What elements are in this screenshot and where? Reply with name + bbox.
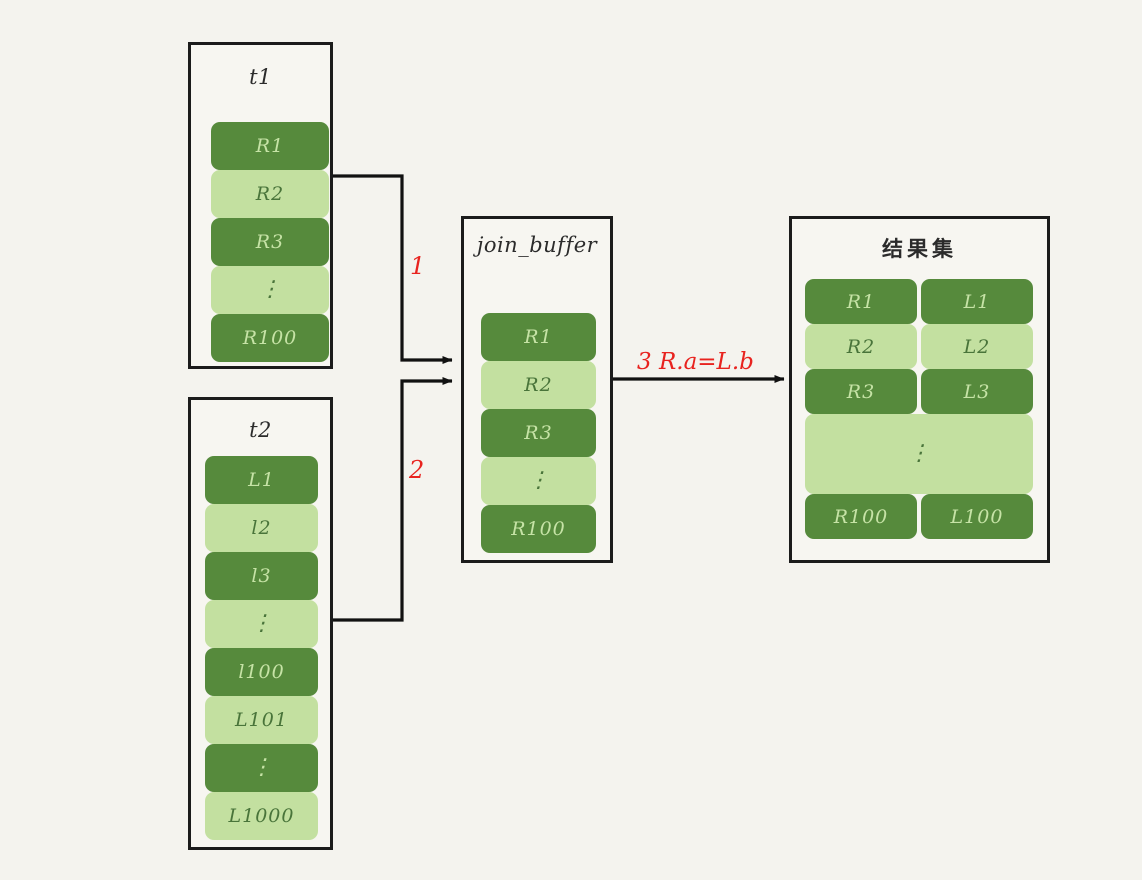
row-t2-5[interactable]: L101	[205, 696, 318, 744]
row-t2-6-ellipsis: ⋮	[205, 744, 318, 792]
row-t2-7[interactable]: L1000	[205, 792, 318, 840]
result-row-2-right[interactable]: L3	[921, 369, 1033, 414]
row-label: L101	[235, 709, 288, 731]
row-stack-join-buffer: R1 R2 R3 ⋮ R100	[481, 313, 596, 553]
table-title-t1: t1	[249, 65, 272, 89]
row-t1-3-ellipsis: ⋮	[211, 266, 329, 314]
row-t2-4[interactable]: l100	[205, 648, 318, 696]
row-label: R1	[524, 326, 553, 348]
result-row-4-left[interactable]: R100	[805, 494, 917, 539]
ellipsis-icon: ⋮	[250, 610, 273, 636]
connector-t2-to-joinbuffer	[333, 377, 453, 622]
row-label: L3	[963, 380, 991, 403]
result-row-2-left[interactable]: R3	[805, 369, 917, 414]
row-label: l100	[238, 661, 285, 683]
row-stack-t1: R1 R2 R3 ⋮ R100	[211, 122, 329, 362]
result-row-1-left[interactable]: R2	[805, 324, 917, 369]
result-set-title: 结果集	[882, 237, 957, 261]
row-label: R1	[846, 290, 876, 313]
result-row-4: R100 L100	[805, 494, 1033, 539]
ellipsis-icon: ⋮	[250, 754, 273, 780]
row-joinbuffer-4[interactable]: R100	[481, 505, 596, 553]
row-label: L1	[963, 290, 991, 313]
annotation-step-2: 2	[409, 456, 425, 484]
row-label: R100	[833, 505, 889, 528]
row-t1-2[interactable]: R3	[211, 218, 329, 266]
result-row-0-left[interactable]: R1	[805, 279, 917, 324]
row-t1-4[interactable]: R100	[211, 314, 329, 362]
table-title-t2: t2	[249, 418, 272, 442]
row-t1-0[interactable]: R1	[211, 122, 329, 170]
row-label: R100	[242, 327, 298, 349]
row-label: R3	[255, 231, 285, 253]
row-label: R3	[846, 380, 876, 403]
row-t2-3-ellipsis: ⋮	[205, 600, 318, 648]
row-t2-0[interactable]: L1	[205, 456, 318, 504]
ellipsis-icon: ⋮	[908, 440, 930, 466]
row-joinbuffer-0[interactable]: R1	[481, 313, 596, 361]
row-label: l2	[251, 517, 272, 539]
row-label: R2	[846, 335, 876, 358]
row-joinbuffer-2[interactable]: R3	[481, 409, 596, 457]
row-label: L1	[248, 469, 275, 491]
row-label: R2	[255, 183, 285, 205]
row-label: R100	[511, 518, 566, 540]
ellipsis-icon: ⋮	[259, 276, 281, 302]
row-label: L2	[963, 335, 991, 358]
result-row-0: R1 L1	[805, 279, 1033, 324]
row-t2-2[interactable]: l3	[205, 552, 318, 600]
result-row-2: R3 L3	[805, 369, 1033, 414]
result-row-3-full: ⋮	[805, 414, 1033, 494]
row-label: R3	[524, 422, 553, 444]
row-label: l3	[251, 565, 272, 587]
result-row-3-ellipsis: ⋮	[805, 414, 1033, 494]
row-t2-1[interactable]: l2	[205, 504, 318, 552]
row-joinbuffer-3-ellipsis: ⋮	[481, 457, 596, 505]
result-row-1: R2 L2	[805, 324, 1033, 369]
connector-t1-to-joinbuffer	[333, 174, 453, 364]
annotation-step-1: 1	[410, 252, 426, 280]
row-label: L100	[950, 505, 1004, 528]
result-row-4-right[interactable]: L100	[921, 494, 1033, 539]
row-stack-t2: L1 l2 l3 ⋮ l100 L101 ⋮ L1000	[205, 456, 318, 840]
row-label: R2	[524, 374, 553, 396]
row-stack-result-set: R1 L1 R2 L2 R3 L3 ⋮ R100 L100	[805, 279, 1033, 539]
row-joinbuffer-1[interactable]: R2	[481, 361, 596, 409]
result-row-1-right[interactable]: L2	[921, 324, 1033, 369]
row-label: L1000	[228, 805, 295, 827]
join-buffer-title: join_buffer	[476, 233, 598, 257]
result-row-0-right[interactable]: L1	[921, 279, 1033, 324]
row-label: R1	[255, 135, 285, 157]
row-t1-1[interactable]: R2	[211, 170, 329, 218]
annotation-step-3-join-condition: 3 R.a=L.b	[637, 349, 754, 375]
ellipsis-icon: ⋮	[527, 467, 550, 493]
